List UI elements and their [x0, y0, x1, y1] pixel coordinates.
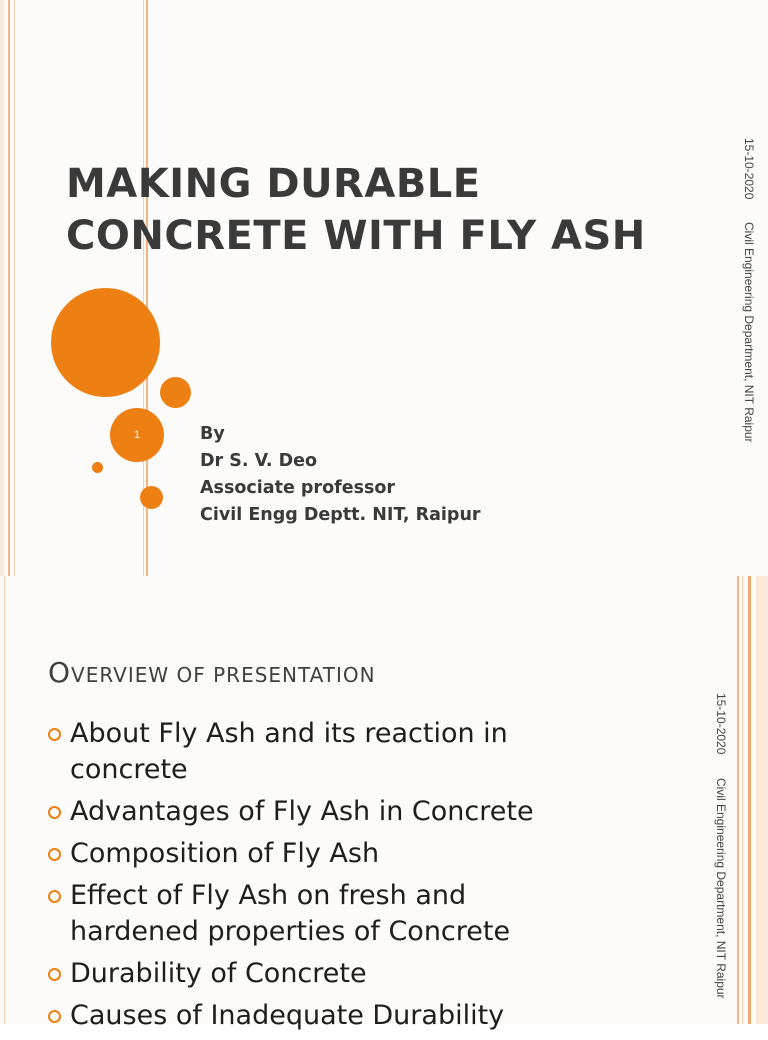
slide-title: MAKING DURABLE CONCRETE WITH FLY ASH — [66, 158, 646, 262]
decorative-circle — [51, 288, 160, 397]
author-line: Civil Engg Deptt. NIT, Raipur — [200, 505, 481, 525]
author-line: Associate professor — [200, 478, 396, 498]
overview-slide — [0, 576, 768, 1024]
footer-department: Civil Engineering Department, NIT Raipur — [742, 222, 756, 443]
right-stripe — [737, 576, 739, 1024]
left-stripe — [143, 0, 144, 576]
bullet-icon — [48, 728, 61, 741]
author-line: Dr S. V. Deo — [200, 451, 318, 471]
title-line: MAKING DURABLE — [66, 161, 481, 207]
author-block: By Dr S. V. Deo Associate professor Civi… — [200, 421, 481, 529]
list-item: Causes of Inadequate Durability — [48, 998, 698, 1034]
list-item: Composition of Fly Ash — [48, 836, 698, 872]
title-line: CONCRETE WITH FLY ASH — [66, 213, 646, 259]
slide-heading: Overview of Presentation — [48, 656, 376, 689]
bullet-icon — [48, 1010, 61, 1023]
footer-date: 15-10-2020 — [742, 138, 756, 200]
slide-number: 1 — [133, 429, 141, 441]
left-stripe — [146, 0, 148, 576]
bullet-icon — [48, 890, 61, 903]
right-stripe — [742, 576, 743, 1024]
bullet-icon — [48, 806, 61, 819]
footer-department: Civil Engineering Department, NIT Raipur — [714, 778, 728, 999]
author-line: By — [200, 424, 225, 444]
list-item: Advantages of Fly Ash in Concrete — [48, 794, 698, 830]
right-stripe — [748, 576, 751, 1024]
list-item: Durability of Concrete — [48, 956, 698, 992]
footer-date: 15-10-2020 — [714, 693, 728, 755]
bullet-icon — [48, 848, 61, 861]
right-stripe — [756, 576, 768, 1024]
decorative-circle — [160, 377, 191, 408]
left-stripe — [8, 0, 10, 576]
decorative-circle — [140, 486, 163, 509]
title-slide: MAKING DURABLE CONCRETE WITH FLY ASH 1 B… — [0, 0, 756, 576]
slide-number-circle — [110, 408, 164, 462]
left-stripe — [14, 0, 15, 576]
left-stripe — [0, 0, 4, 576]
edge-stripe — [4, 576, 5, 1024]
decorative-circle — [92, 462, 103, 473]
bullet-icon — [48, 968, 61, 981]
